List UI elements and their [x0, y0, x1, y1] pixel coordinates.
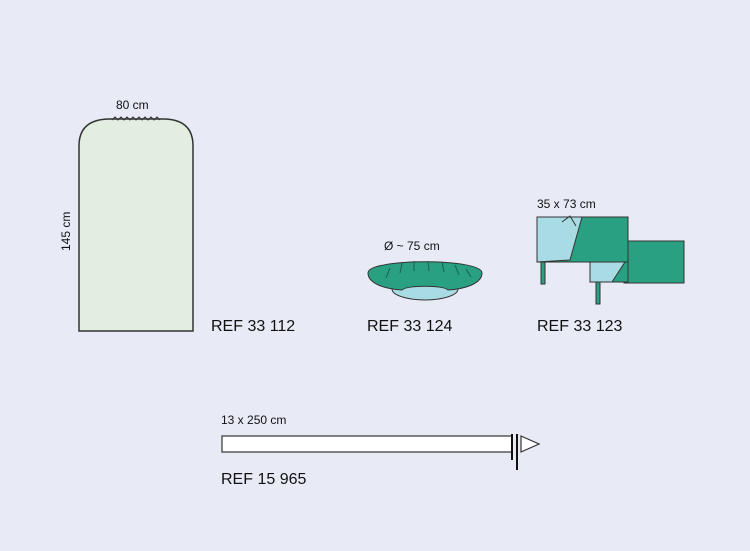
- cover-15965: 13 x 250 cm REF 15 965: [221, 413, 541, 488]
- drape-33123-ref: REF 33 123: [537, 318, 622, 335]
- drape-33124-ref: REF 33 124: [367, 318, 452, 335]
- drape-33123-fold-front: [536, 216, 583, 263]
- drape-33124-outer: [367, 261, 483, 291]
- drape-33112-zigzag-edge: [111, 116, 161, 121]
- drape-33123-fold-middle: [589, 261, 626, 283]
- drape-33124-diameter-label: Ø ~ 75 cm: [384, 239, 440, 253]
- drape-33124-pleats: [385, 260, 472, 279]
- cover-15965-arrow-tip: [520, 435, 541, 453]
- drape-33123-panel-back: [623, 240, 685, 284]
- cover-15965-size-label: 13 x 250 cm: [221, 413, 286, 427]
- cover-15965-ref: REF 15 965: [221, 471, 306, 488]
- drape-33112-ref: REF 33 112: [211, 318, 295, 335]
- drape-33112-width-label: 80 cm: [116, 98, 149, 112]
- drape-33123-tab-2: [595, 281, 601, 305]
- cover-15965-body: [221, 435, 513, 453]
- drape-33123-corner-curl: [561, 215, 577, 227]
- drape-33112: 80 cm 145 cm REF 33 112: [59, 98, 295, 335]
- drape-33124: Ø ~ 75 cm REF 33 124: [367, 239, 483, 335]
- drape-33123-tab-1: [540, 261, 546, 285]
- drape-33112-shape: [78, 118, 194, 332]
- drape-33123: 35 x 73 cm REF 33 123: [536, 197, 685, 335]
- drape-33123-size-label: 35 x 73 cm: [537, 197, 596, 211]
- drape-33112-height-label: 145 cm: [59, 212, 73, 251]
